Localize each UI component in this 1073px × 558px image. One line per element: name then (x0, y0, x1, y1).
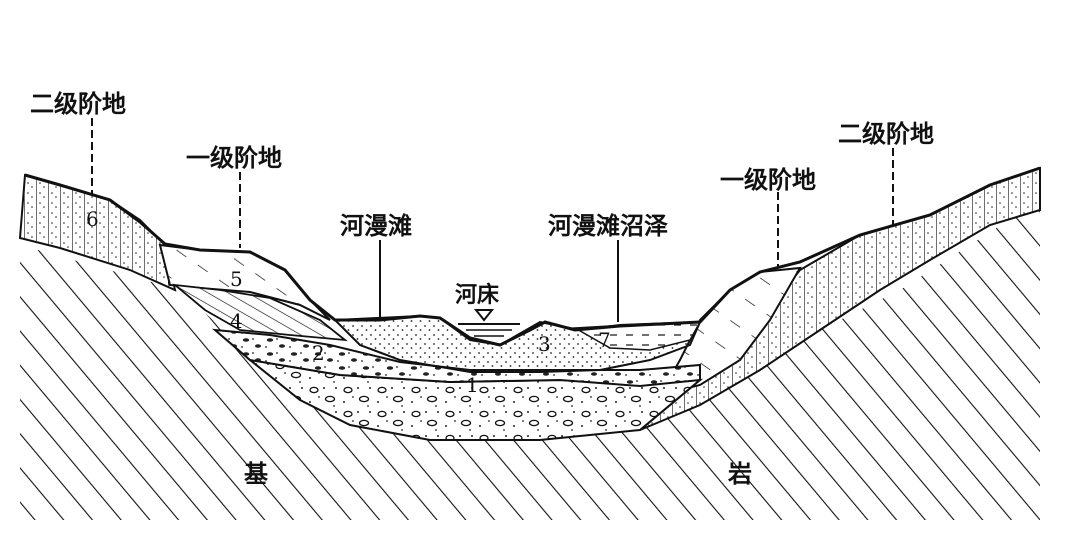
layer-number-1: 1 (466, 373, 479, 397)
label-bedrock-left: 基 (244, 460, 269, 488)
water-surface (458, 323, 520, 337)
bedrock (20, 200, 1040, 520)
ground-surface (24, 166, 1041, 347)
label-terrace1-right: 一级阶地 (720, 166, 816, 194)
label-bedrock-right: 岩 (727, 460, 752, 488)
layer-number-6: 6 (86, 207, 99, 231)
layer-2 (211, 328, 701, 388)
label-terrace1-left: 一级阶地 (186, 144, 282, 172)
label-terrace2-right: 二级阶地 (838, 120, 934, 148)
layer-number-4: 4 (230, 309, 243, 333)
label-terrace2-left: 二级阶地 (30, 90, 126, 118)
label-riverbed: 河床 (455, 282, 500, 308)
layer-number-2: 2 (312, 341, 325, 365)
label-floodplain: 河漫滩 (340, 212, 412, 240)
layer-number-3: 3 (538, 332, 551, 356)
layer-4 (172, 283, 348, 342)
layer-number-5: 5 (230, 267, 243, 291)
layer-number-7: 7 (598, 328, 611, 352)
label-floodplain-swamp: 河漫滩沼泽 (548, 212, 668, 240)
water-level-marker-icon (473, 309, 495, 322)
